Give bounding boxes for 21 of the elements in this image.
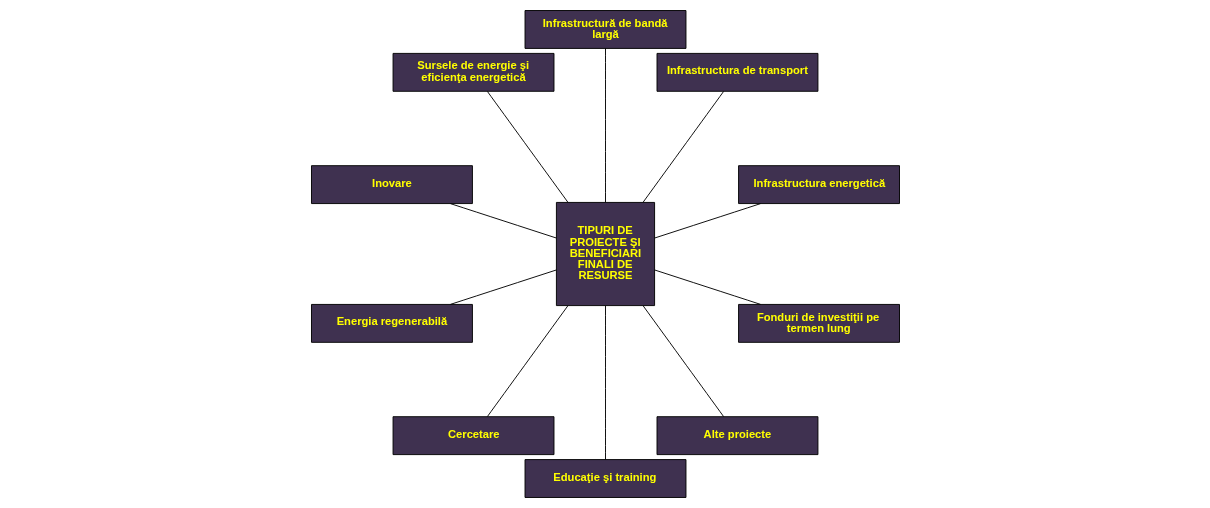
node-box: Fonduri de investiţii pe termen lung bbox=[737, 303, 900, 343]
connector bbox=[486, 90, 568, 203]
connector bbox=[653, 203, 761, 239]
node-box: Cercetare bbox=[392, 416, 554, 456]
connector bbox=[449, 203, 557, 239]
node-box: TIPURI DE PROIECTE ŞI BENEFICIARI FINALI DE RESURSE bbox=[555, 201, 655, 307]
node-box: Infrastructură de bandă largă bbox=[524, 10, 686, 49]
node-box: Educaţie şi training bbox=[524, 459, 686, 498]
connector bbox=[604, 305, 606, 460]
connector bbox=[642, 90, 724, 203]
connector bbox=[604, 48, 606, 203]
node-box: Inovare bbox=[310, 165, 473, 205]
connector bbox=[486, 305, 568, 418]
node-box: Infrastructura energetică bbox=[737, 165, 900, 205]
connector bbox=[653, 269, 761, 305]
node-box: Sursele de energie şi eficienţa energetică bbox=[392, 52, 554, 92]
node-box: Energia regenerabilă bbox=[310, 303, 473, 343]
node-box: Alte proiecte bbox=[656, 416, 818, 456]
connector bbox=[642, 305, 724, 418]
node-box: Infrastructura de transport bbox=[656, 52, 818, 92]
connector bbox=[449, 269, 557, 305]
